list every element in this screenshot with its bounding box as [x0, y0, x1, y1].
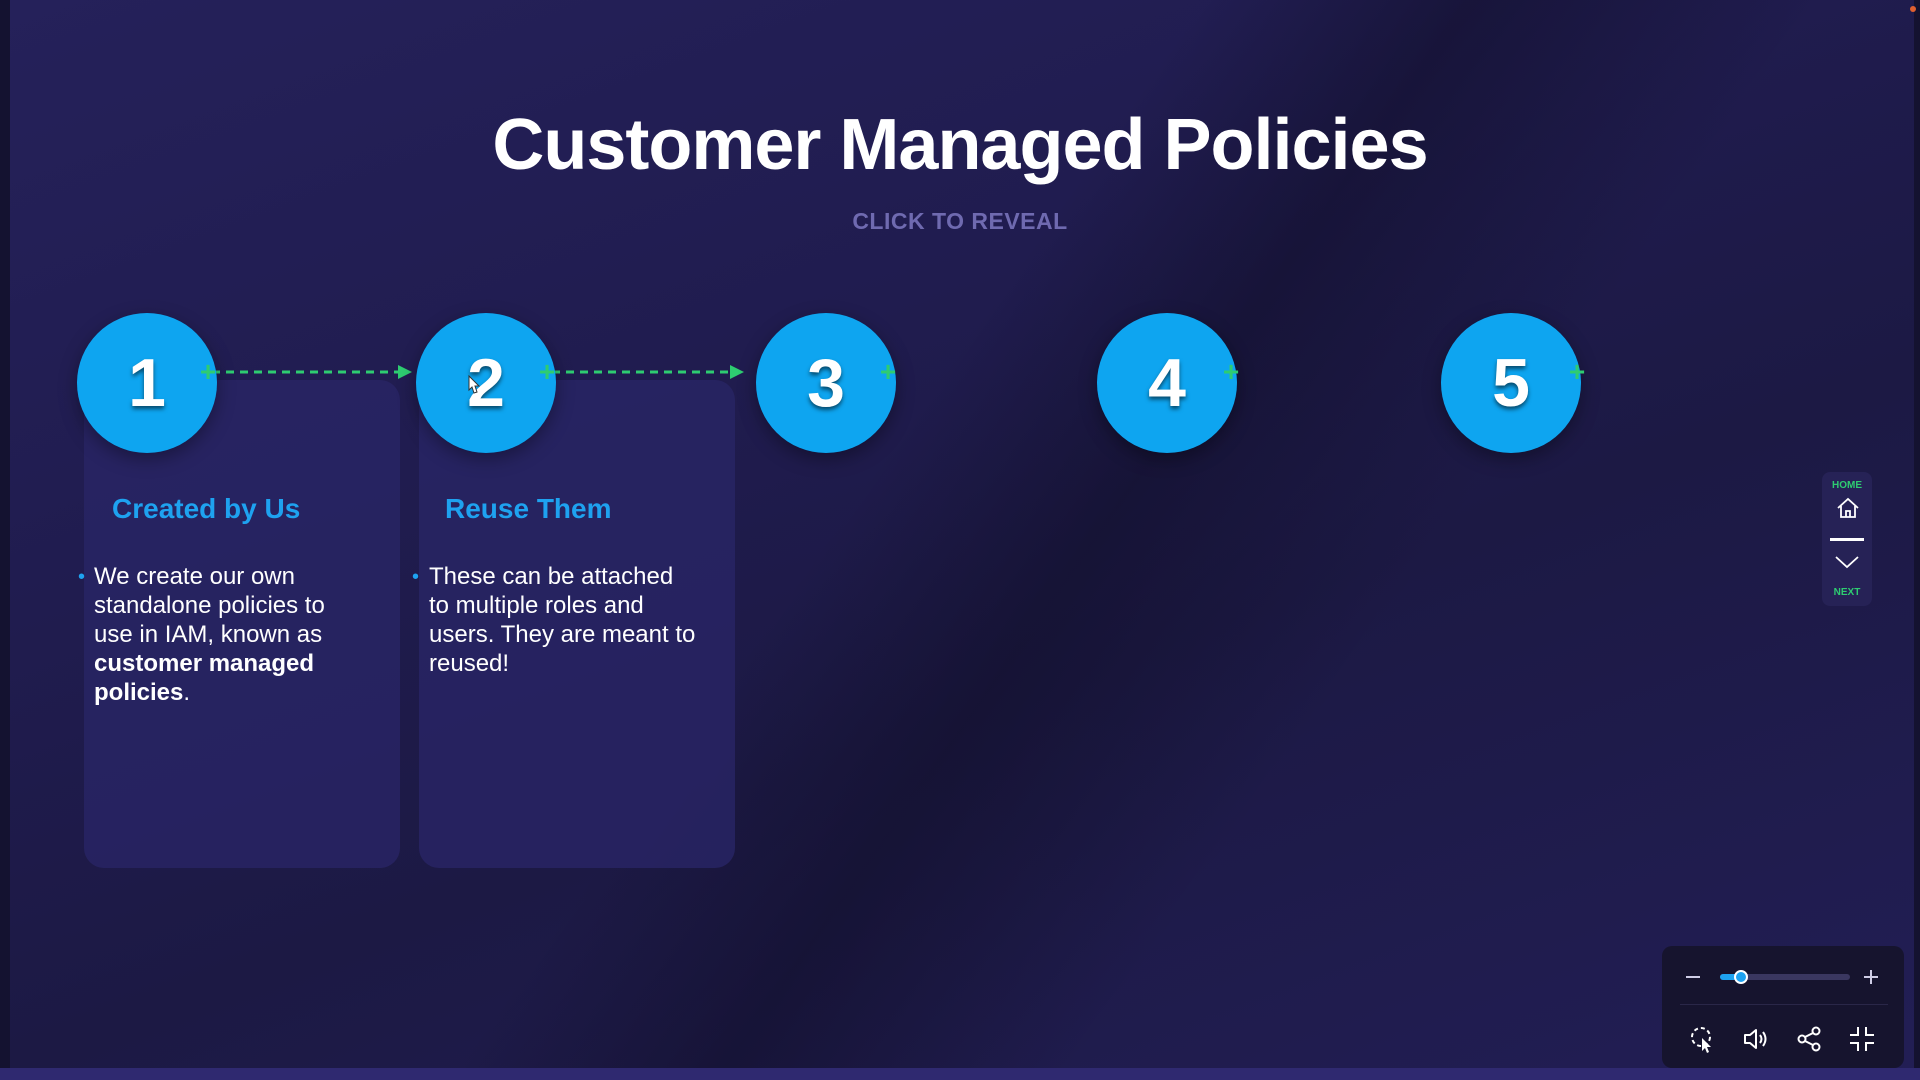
plus-icon[interactable]: + [1222, 356, 1240, 387]
chevron-down-icon[interactable] [1834, 554, 1860, 570]
card-1-body: We create our own standalone policies to… [94, 562, 364, 707]
nav-divider [1830, 538, 1864, 541]
zoom-in-icon[interactable] [1862, 968, 1880, 986]
corner-indicator [1910, 6, 1916, 12]
bottom-bar [0, 1068, 1920, 1080]
card-2-heading: Reuse Them [445, 493, 612, 524]
speaker-icon[interactable] [1741, 1024, 1771, 1054]
zoom-slider[interactable] [1720, 970, 1850, 984]
share-icon[interactable] [1794, 1024, 1824, 1054]
mouse-pointer-icon [468, 374, 481, 394]
bullet-icon: • [78, 566, 86, 588]
slide-title: Customer Managed Policies [492, 105, 1428, 185]
step-5-button[interactable]: 5 [1441, 313, 1581, 453]
home-icon[interactable] [1835, 496, 1861, 520]
card-1-heading: Created by Us [112, 493, 301, 524]
step-1-button[interactable]: 1 [77, 313, 217, 453]
next-label[interactable]: NEXT [1833, 587, 1861, 598]
zoom-slider-handle[interactable] [1734, 970, 1748, 984]
card-1-bold-text: customer managed policies [94, 650, 315, 706]
right-edge [1914, 0, 1920, 1080]
plus-icon[interactable]: + [1568, 356, 1586, 387]
slide-subtitle: CLICK TO REVEAL [852, 208, 1068, 234]
exit-fullscreen-icon[interactable] [1847, 1024, 1877, 1054]
step-3-button[interactable]: 3 [756, 313, 896, 453]
card-1-text-end: . [183, 679, 191, 706]
zoom-out-icon[interactable] [1684, 968, 1702, 986]
card-1-text: We create our own standalone policies to… [94, 563, 325, 648]
zoom-slider-fill [1720, 974, 1741, 980]
left-edge [0, 0, 10, 1080]
player-divider [1680, 1004, 1888, 1005]
plus-icon[interactable]: + [879, 356, 897, 387]
bullet-icon: • [412, 566, 420, 588]
step-4-button[interactable]: 4 [1097, 313, 1237, 453]
side-navigation: HOME NEXT [1822, 472, 1872, 606]
pointer-icon[interactable] [1688, 1024, 1718, 1054]
plus-icon[interactable]: + [199, 356, 217, 387]
plus-icon[interactable]: + [538, 356, 556, 387]
connector-arrow-2-3 [552, 365, 744, 379]
home-label[interactable]: HOME [1832, 480, 1862, 491]
connector-arrow-1-2 [212, 365, 412, 379]
card-2-body: These can be attached to multiple roles … [429, 563, 696, 677]
card-step-1 [84, 380, 400, 868]
card-step-2 [419, 380, 735, 868]
player-controls [1662, 946, 1904, 1068]
